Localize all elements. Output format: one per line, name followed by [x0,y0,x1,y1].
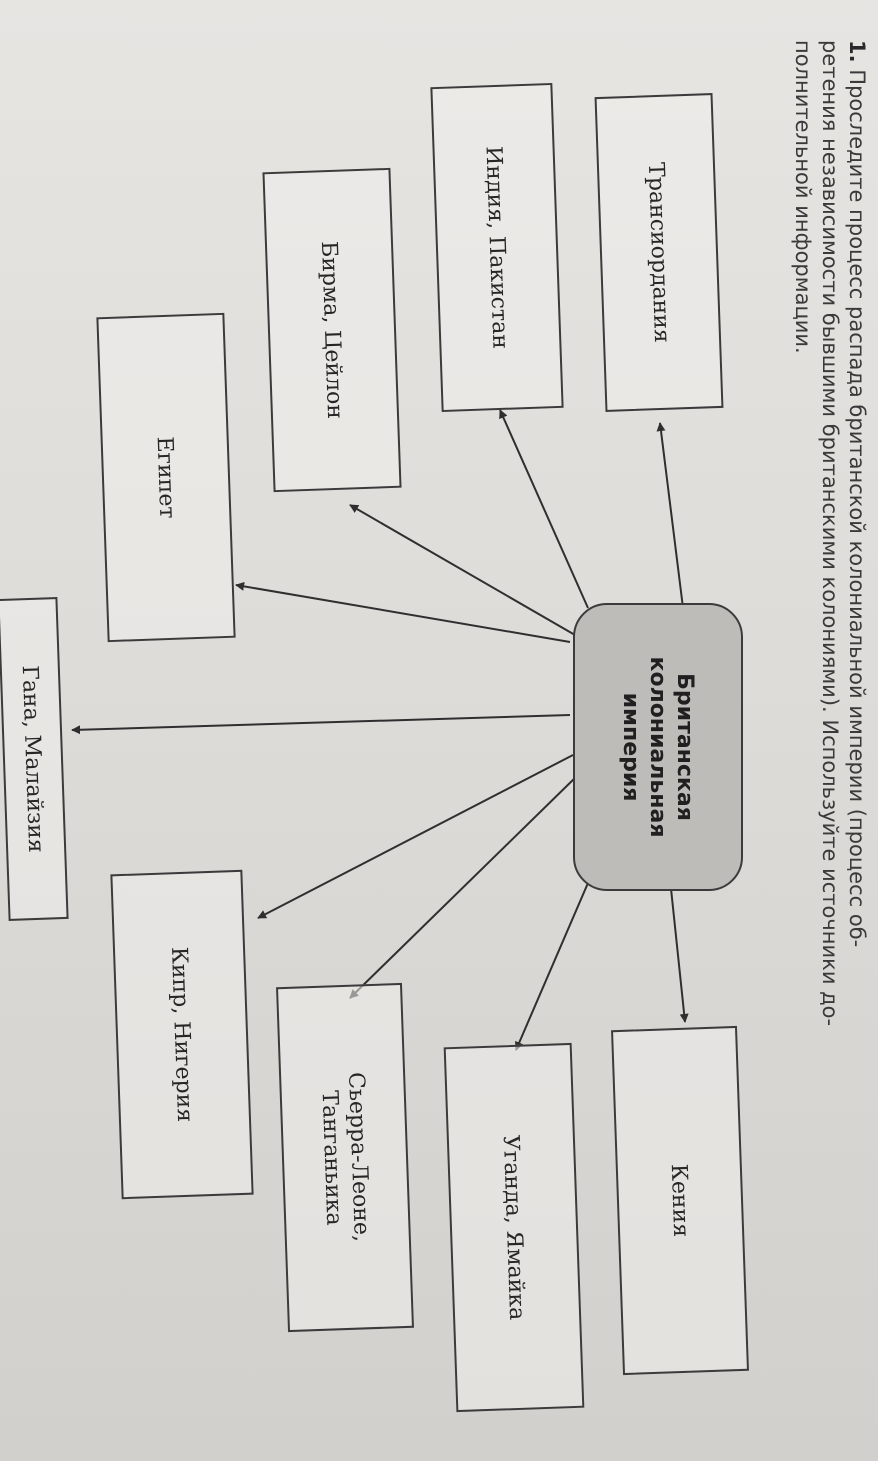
arrow-india [499,409,589,609]
center-line-3: империя [618,692,644,802]
node-transjordan: Трансиордания [594,93,724,412]
node-burma: Бирма, Цейлон [262,167,402,493]
node-cyprus: Кипр, Нигерия [110,869,254,1200]
node-uganda: Уганда, Ямайка [443,1042,585,1413]
center-node-british-empire: Британская колониальная империя [573,603,743,891]
node-egypt-label: Египет [152,436,180,519]
node-ghana: Гана, Малайзия [0,597,69,921]
node-india-label: Индия, Пакистан [480,145,514,350]
node-kenya: Кения [611,1025,749,1376]
arrow-egypt [235,581,571,643]
center-line-2: колониальная [645,656,671,838]
node-kenya-label: Кения [666,1163,694,1238]
node-cyprus-label: Кипр, Нигерия [166,946,198,1123]
arrow-sierra [349,774,579,999]
node-sierra: Сьерра-Леоне, Танганьика [276,982,414,1333]
node-india: Индия, Пакистан [430,82,564,413]
arrow-cyprus [257,754,574,919]
center-line-1: Британская [672,673,698,821]
arrow-burma [349,504,576,636]
node-transjordan-label: Трансиордания [643,161,675,344]
node-burma-label: Бирма, Цейлон [316,240,348,420]
arrow-ghana [71,714,571,735]
node-egypt: Египет [96,312,236,643]
node-ghana-label: Гана, Малайзия [17,664,49,854]
node-uganda-label: Уганда, Ямайка [498,1134,530,1321]
